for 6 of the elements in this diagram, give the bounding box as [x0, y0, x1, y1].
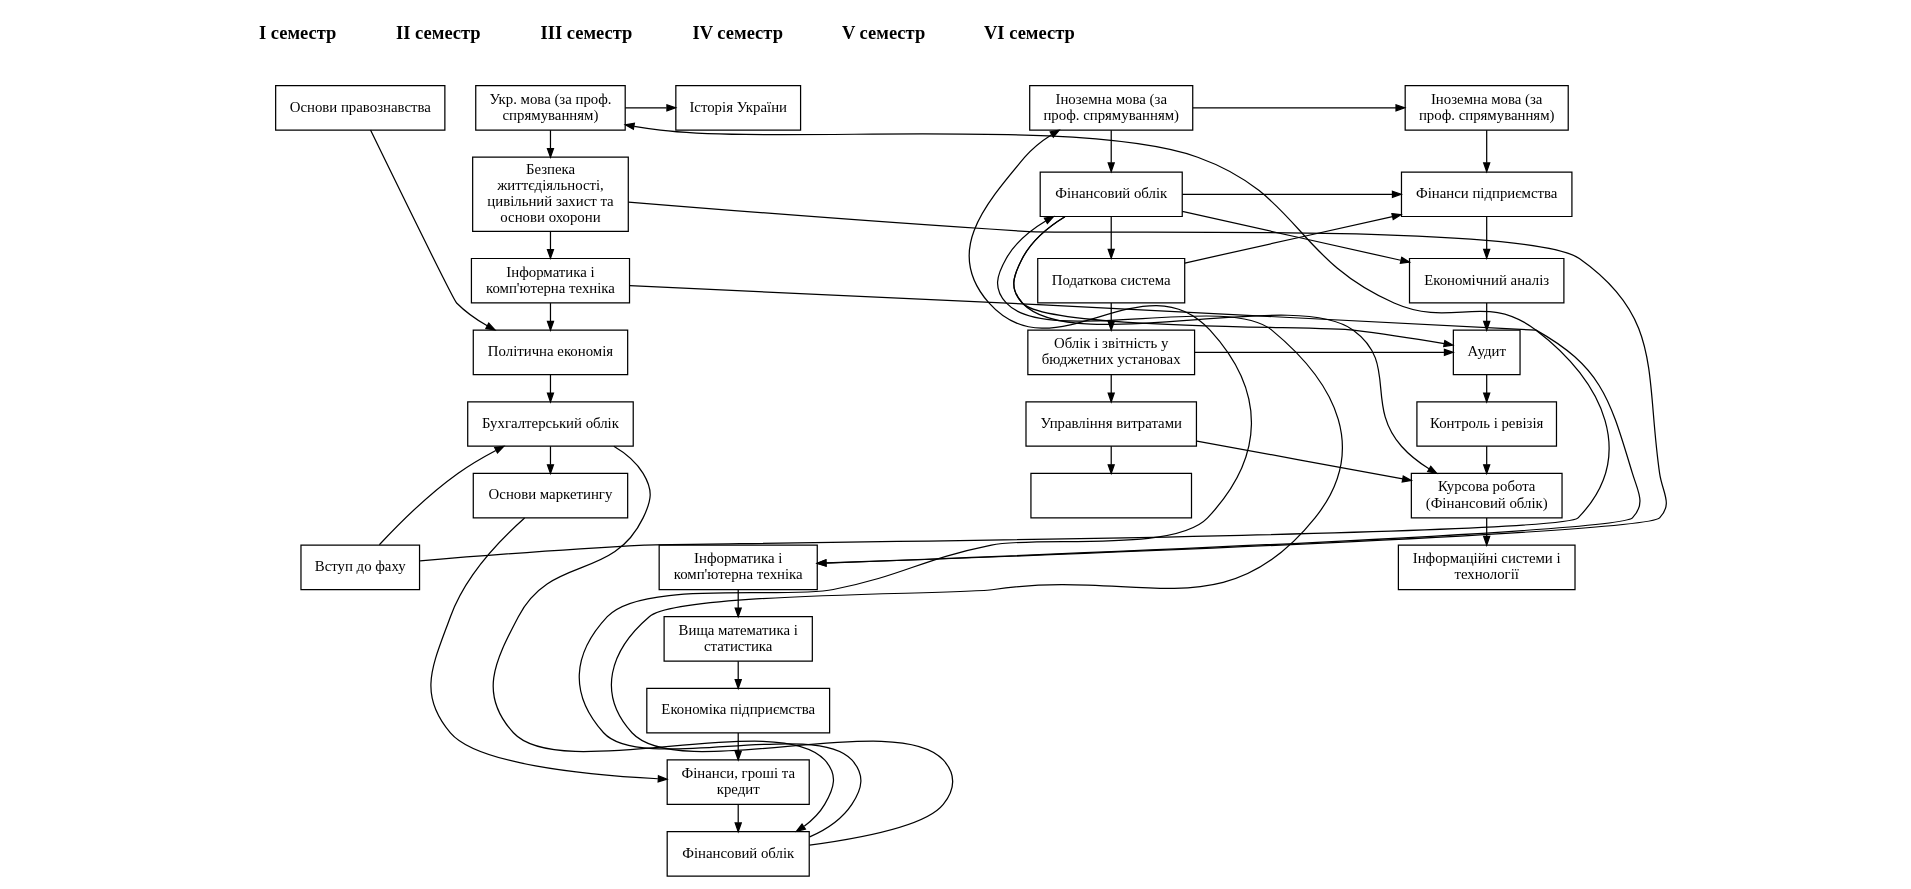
label: I семестр: [258, 21, 336, 43]
label: II семестр: [395, 21, 481, 43]
label: V семестр: [841, 21, 925, 43]
label: III семестр: [540, 21, 632, 43]
label: IV семестр: [692, 21, 783, 43]
label: VI семестр: [983, 21, 1075, 43]
